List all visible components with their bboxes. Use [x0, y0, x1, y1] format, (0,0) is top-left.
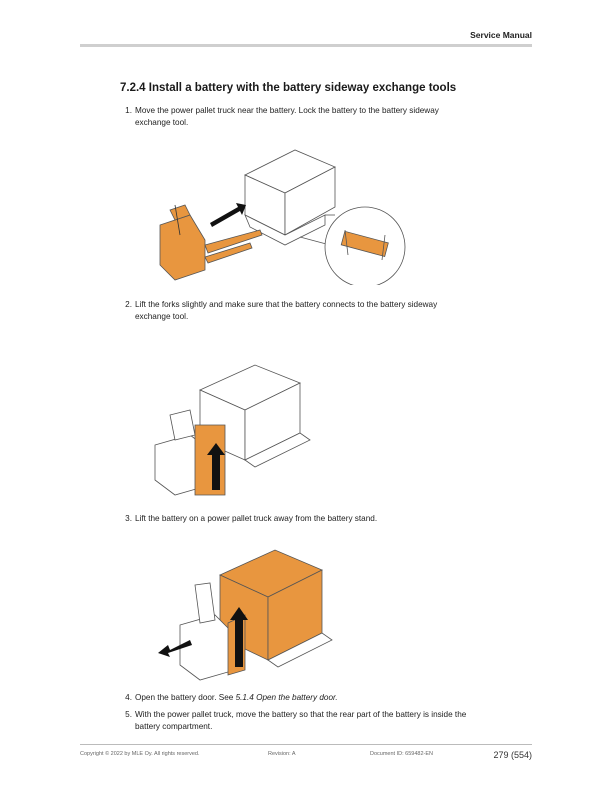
- battery-box: [244, 149, 336, 246]
- cross-reference-link[interactable]: 5.1.4 Open the battery door.: [235, 693, 338, 702]
- pallet-truck: [154, 409, 226, 496]
- arrow-icon: [210, 203, 246, 227]
- figure-1-truck-approach: [159, 149, 406, 285]
- step-5: 5.With the power pallet truck, move the …: [125, 710, 467, 731]
- pallet-truck: [159, 204, 263, 281]
- step-3: 3.Lift the battery on a power pallet tru…: [125, 514, 378, 523]
- arrow-up-icon: [230, 607, 248, 667]
- page-number: 279 (554): [493, 750, 532, 760]
- footer-revision: Revision: A: [268, 751, 296, 757]
- header-rule: [80, 44, 532, 47]
- step-4: 4.Open the battery door. See 5.1.4 Open …: [125, 693, 338, 702]
- figure-3-lift-away: [158, 549, 333, 681]
- footer-document-id: Document ID: 659482-EN: [370, 751, 433, 757]
- detail-zoom: [299, 206, 406, 285]
- figure-2-lift-forks: [154, 364, 311, 496]
- header-title: Service Manual: [470, 30, 532, 40]
- step-2: 2.Lift the forks slightly and make sure …: [125, 300, 438, 321]
- footer-copyright: Copyright © 2022 by MLE Oy. All rights r…: [80, 751, 200, 757]
- step-1: 1.Move the power pallet truck near the b…: [125, 106, 439, 127]
- section-title: 7.2.4 Install a battery with the battery…: [120, 82, 457, 94]
- footer-rule: [80, 744, 532, 745]
- arrow-left-icon: [158, 640, 192, 657]
- arrow-up-icon: [207, 443, 225, 490]
